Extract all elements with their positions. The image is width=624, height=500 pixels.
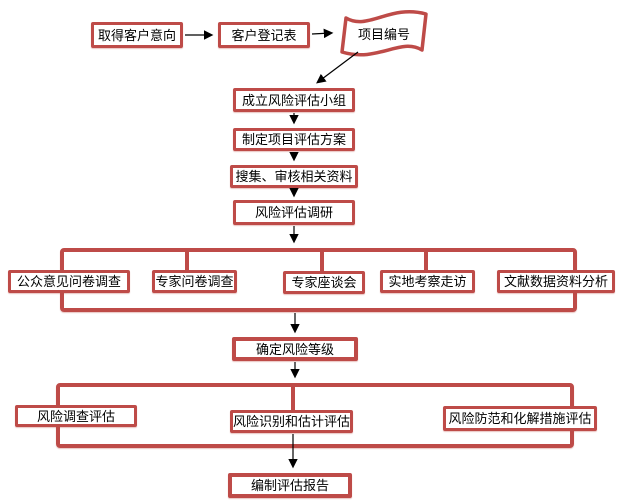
stub-expert-questionnaire	[185, 250, 189, 272]
flow-box-acquire-client-intent: 取得客户意向	[91, 22, 183, 48]
wave-flag-shape	[340, 10, 428, 57]
flow-box-literature-data-analysis: 文献数据资料分析	[497, 270, 615, 293]
flow-shape-project-number-label: 项目编号	[357, 26, 410, 42]
stub-expert-symposium	[320, 250, 324, 273]
flow-box-determine-risk-level: 确定风险等级	[232, 337, 358, 361]
flow-box-client-registry: 客户登记表	[218, 22, 310, 48]
stub-field-visit	[424, 250, 428, 272]
flow-box-compile-report: 编制评估报告	[228, 473, 352, 498]
arrow-registry-to-project-number	[311, 28, 334, 39]
flow-box-expert-symposium: 专家座谈会	[283, 271, 365, 294]
flow-box-risk-survey-evaluation: 风险调查评估	[15, 405, 137, 427]
flow-box-risk-assessment-research: 风险评估调研	[233, 200, 355, 225]
stub-risk-identification	[291, 385, 295, 411]
flow-box-field-visit: 实地考察走访	[380, 270, 475, 293]
flow-box-public-opinion-survey: 公众意见问卷调查	[8, 270, 130, 293]
flow-box-form-assessment-team: 成立风险评估小组	[233, 88, 355, 112]
flow-box-make-assessment-plan: 制定项目评估方案	[233, 128, 355, 151]
flow-box-collect-review-materials: 搜集、审核相关资料	[230, 165, 358, 188]
flow-box-expert-questionnaire: 专家问卷调查	[152, 270, 237, 293]
flow-box-risk-identification-estimation: 风险识别和估计评估	[230, 410, 353, 433]
wave-flag-outline	[340, 10, 428, 57]
flow-shape-project-number: 项目编号	[334, 4, 434, 60]
flow-box-risk-prevention-mitigation: 风险防范和化解措施评估	[443, 406, 597, 431]
